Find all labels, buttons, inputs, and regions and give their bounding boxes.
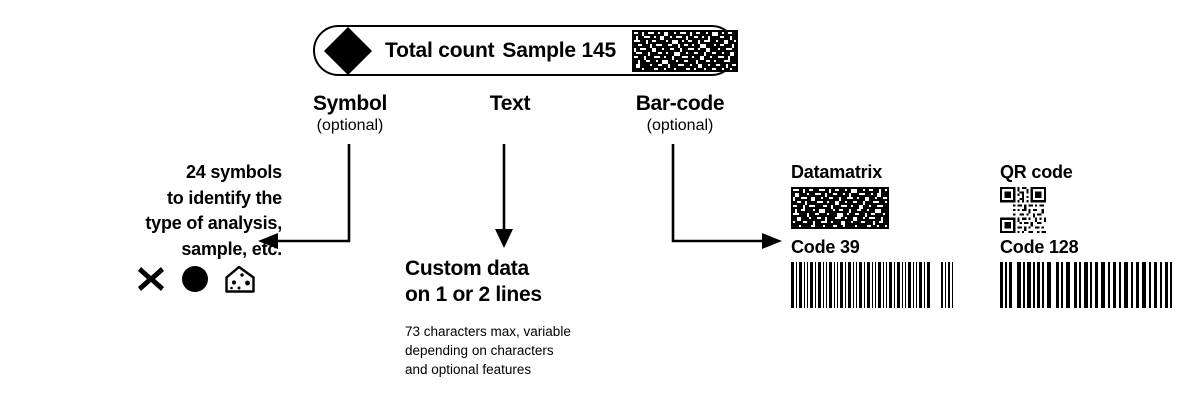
- symbol-sample-icons: [60, 264, 282, 294]
- column-heading-text: Text: [422, 92, 598, 117]
- code128-barcode-icon: [1000, 261, 1172, 308]
- barcode-sample-code128: Code 128: [1000, 237, 1172, 308]
- symbol-description-line: to identify the: [167, 187, 282, 208]
- arrowhead-text: [495, 229, 513, 248]
- cheese-wedge-icon: [225, 265, 255, 293]
- column-title: Text: [489, 92, 531, 115]
- arrowhead-symbol: [258, 233, 278, 249]
- label-text-primary: Total count: [385, 38, 495, 62]
- arrow-symbol: [275, 144, 351, 243]
- column-heading-symbol: Symbol (optional): [262, 92, 438, 134]
- text-description: Custom data on 1 or 2 lines 73 character…: [405, 256, 655, 379]
- label-preview-pill: Total count Sample 145: [313, 25, 738, 76]
- column-heading-barcode: Bar-code (optional): [592, 92, 768, 134]
- column-title: Symbol: [312, 92, 388, 115]
- symbol-description: 24 symbols to identify the type of analy…: [60, 160, 282, 262]
- text-note-line: 73 characters max, variable: [405, 323, 571, 339]
- column-subtitle: (optional): [316, 116, 384, 134]
- text-heading-line: Custom data: [405, 257, 529, 280]
- barcode-sample-label: Datamatrix: [791, 162, 883, 182]
- code39-barcode-icon: [791, 261, 961, 308]
- cross-icon: [138, 267, 164, 291]
- filled-circle-icon: [182, 266, 208, 292]
- arrow-barcode: [671, 144, 765, 243]
- barcode-sample-code39: Code 39: [791, 237, 961, 308]
- column-title: Bar-code: [635, 92, 725, 115]
- barcode-sample-label: Code 39: [791, 237, 860, 257]
- datamatrix-code-icon: [631, 29, 738, 72]
- barcode-sample-label: QR code: [1000, 162, 1073, 182]
- qr-code-icon: [1000, 186, 1073, 233]
- label-text-secondary: Sample 145: [502, 38, 616, 62]
- barcode-sample-label: Code 128: [1000, 237, 1079, 257]
- symbol-description-line: sample, etc.: [181, 238, 282, 259]
- text-note-line: and optional features: [405, 361, 532, 377]
- text-note-line: depending on characters: [405, 342, 554, 358]
- arrowhead-barcode: [762, 233, 782, 249]
- datamatrix-code-icon: [791, 186, 889, 229]
- barcode-sample-qrcode: QR code: [1000, 162, 1073, 233]
- symbol-description-line: 24 symbols: [185, 162, 282, 182]
- symbol-description-line: type of analysis,: [145, 213, 282, 234]
- barcode-sample-datamatrix: Datamatrix: [791, 162, 889, 229]
- text-heading-line: on 1 or 2 lines: [405, 283, 542, 307]
- label-preview-text: Total count Sample 145: [385, 39, 616, 63]
- column-subtitle: (optional): [646, 116, 714, 134]
